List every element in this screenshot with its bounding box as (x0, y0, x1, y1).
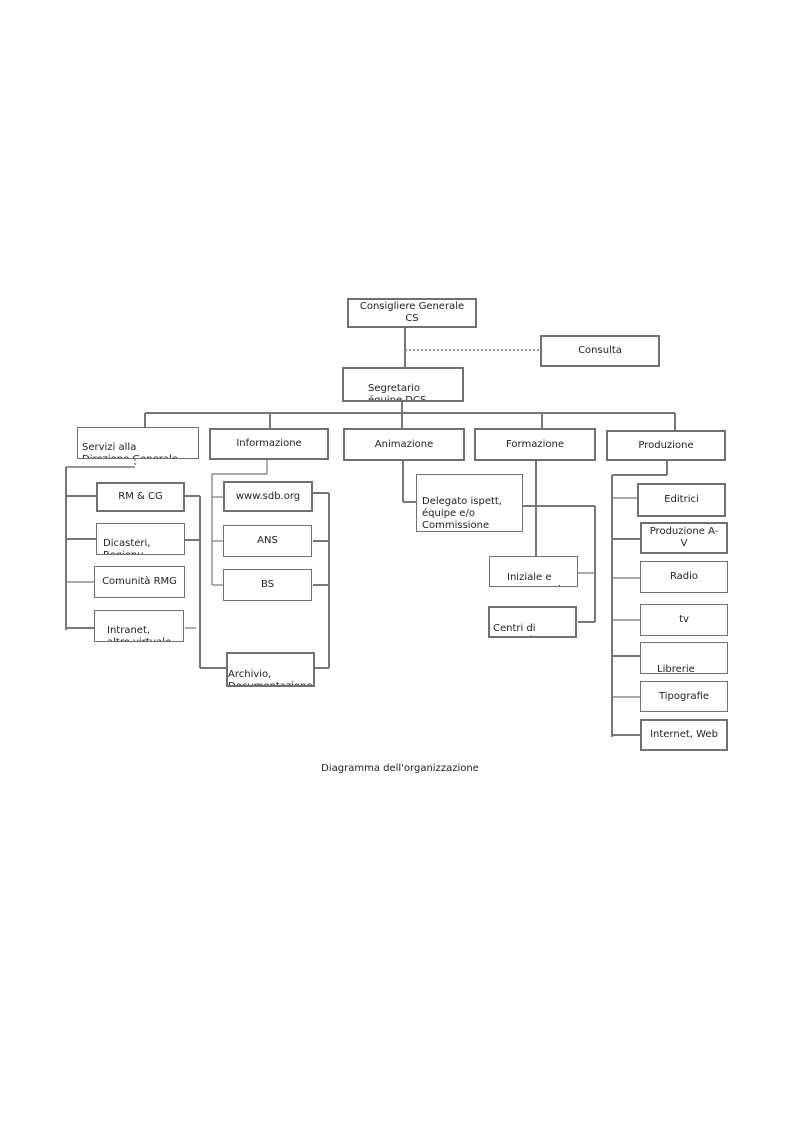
dept-animazione-box: Animazione (343, 428, 465, 461)
produzione-item-label: tv (679, 614, 689, 625)
informazione-item-label: ANS (257, 535, 278, 546)
servizi-item: Intranet, altro virtuale (94, 610, 184, 642)
produzione-item: Internet, Web (640, 719, 728, 751)
formazione-item: Centri di Formazione CS (488, 606, 577, 638)
servizi-item-label: Dicasteri, Regionu (103, 538, 151, 554)
segretario-box: Segretario équipe DCS (342, 367, 464, 402)
informazione-item-label: www.sdb.org (235, 490, 301, 502)
consigliere-generale-label: Consigliere Generale CS (359, 301, 465, 324)
formazione-item-label: Centri di Formazione CS (493, 623, 567, 636)
servizi-item: RM & CG (96, 482, 185, 512)
animazione-item-label: Delegato ispett, équipe e/o Commissione (422, 496, 502, 531)
produzione-item: Produzione A-V (640, 522, 728, 554)
dept-informazione-label: Informazione (236, 438, 302, 449)
dept-produzione-box: Produzione (606, 430, 726, 461)
dept-produzione-label: Produzione (638, 439, 694, 451)
produzione-item-label: Librerie (657, 664, 695, 674)
produzione-item-label: Tipografie (658, 690, 710, 702)
servizi-item: Comunità RMG (94, 566, 185, 598)
formazione-item-label: Iniziale e permanente (507, 572, 568, 586)
servizi-item-label: Comunità RMG (102, 576, 177, 587)
produzione-item: Editrici (637, 483, 726, 517)
produzione-item: Radio (640, 561, 728, 593)
dept-informazione-box: Informazione (209, 428, 329, 460)
servizi-item: Dicasteri, Regionu (96, 523, 185, 555)
produzione-item: tv (640, 604, 728, 636)
diagram-caption: Diagramma dell'organizzazione (321, 763, 479, 774)
dept-servizi-box: Servizi alla Direzione Generale (77, 427, 199, 459)
produzione-item-label: Radio (669, 571, 699, 582)
consulta-box: Consulta (540, 335, 660, 367)
produzione-item-label: Internet, Web (650, 729, 718, 740)
consigliere-generale-box: Consigliere Generale CS (347, 298, 477, 328)
dept-servizi-label: Servizi alla Direzione Generale (82, 442, 178, 458)
informazione-item-label: BS (260, 579, 275, 590)
informazione-item: www.sdb.org (223, 481, 313, 512)
formazione-item: Iniziale e permanente (489, 556, 578, 587)
dept-formazione-label: Formazione (506, 438, 564, 450)
dept-animazione-label: Animazione (374, 438, 434, 450)
archivio-box: Archivio, Documentazione (226, 652, 315, 687)
informazione-item: BS (223, 569, 312, 601)
produzione-item: Tipografie (640, 681, 728, 712)
dept-formazione-box: Formazione (474, 428, 596, 461)
informazione-item: ANS (223, 525, 312, 557)
produzione-item-label: Editrici (664, 494, 699, 505)
produzione-item: Librerie (640, 642, 728, 674)
archivio-label: Archivio, Documentazione (228, 669, 313, 687)
animazione-item: Delegato ispett, équipe e/o Commissione (416, 474, 523, 532)
servizi-item-label: RM & CG (118, 491, 163, 502)
servizi-item-label: Intranet, altro virtuale (107, 625, 171, 641)
produzione-item-label: Produzione A-V (649, 526, 719, 549)
segretario-label: Segretario équipe DCS (368, 383, 427, 402)
consulta-label: Consulta (578, 345, 622, 356)
